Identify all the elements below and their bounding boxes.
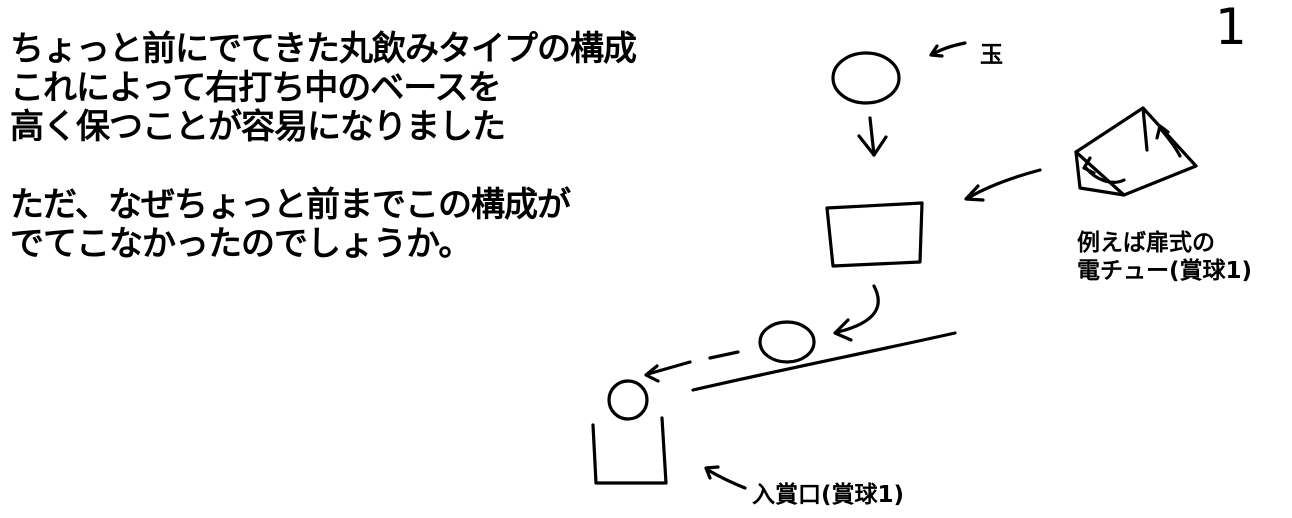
door-rotate-arrow-1 [1158, 126, 1182, 158]
text-line-4: ただ、なぜちょっと前までこの構成が [10, 185, 571, 225]
main-text: ちょっと前にでてきた丸飲みタイプの構成 これによって右打ち中のベースを 高く保つ… [10, 29, 637, 264]
door-box-edge [1141, 106, 1149, 152]
ball-label: 玉 [980, 42, 1003, 68]
ball-middle-shape [758, 320, 816, 364]
ramp-line [691, 331, 957, 392]
roll-arrow-line [646, 360, 692, 376]
ball-down-arrow-head [857, 134, 888, 157]
box-to-ramp-arrowhead [833, 318, 853, 342]
text-line-1: ちょっと前にでてきた丸飲みタイプの構成 [10, 29, 637, 69]
door-label: 例えば扉式の 電チュー(賞球1) [1077, 229, 1252, 285]
roll-arrow-dash [708, 350, 740, 360]
ball-top-shape [831, 51, 901, 105]
winning-hole-arrow-line [706, 468, 747, 490]
text-line-5: でてこなかったのでしょうか。 [10, 224, 472, 264]
door-label-line-2: 電チュー(賞球1) [1077, 258, 1253, 284]
ball-label-arrowhead [929, 44, 944, 58]
box-to-ramp-arrow-line [836, 284, 880, 334]
entrance-box-shape [825, 201, 924, 268]
door-rotate-arrow-2-head [1082, 156, 1096, 175]
door-rotate-arrow-1-head [1155, 124, 1170, 140]
page-number: 1 [1215, 0, 1247, 56]
roll-arrowhead [644, 364, 660, 383]
door-label-line-1: 例えば扉式の [1077, 230, 1215, 256]
door-box-front-face [1074, 150, 1126, 197]
winning-hole-arrowhead [704, 465, 720, 480]
ball-down-arrow-shaft [868, 116, 876, 157]
text-line-3: 高く保つことが容易になりました [10, 107, 506, 147]
winning-hole-label: 入賞口(賞球1) [752, 482, 905, 508]
ball-label-arrow-line [931, 41, 967, 56]
door-to-box-arrow-line [966, 168, 1042, 200]
ball-bottom-shape [607, 379, 649, 421]
winning-hole-cup-shape [591, 416, 668, 485]
text-line-2: これによって右打ち中のベースを [10, 68, 502, 108]
door-to-box-arrowhead [964, 184, 985, 202]
